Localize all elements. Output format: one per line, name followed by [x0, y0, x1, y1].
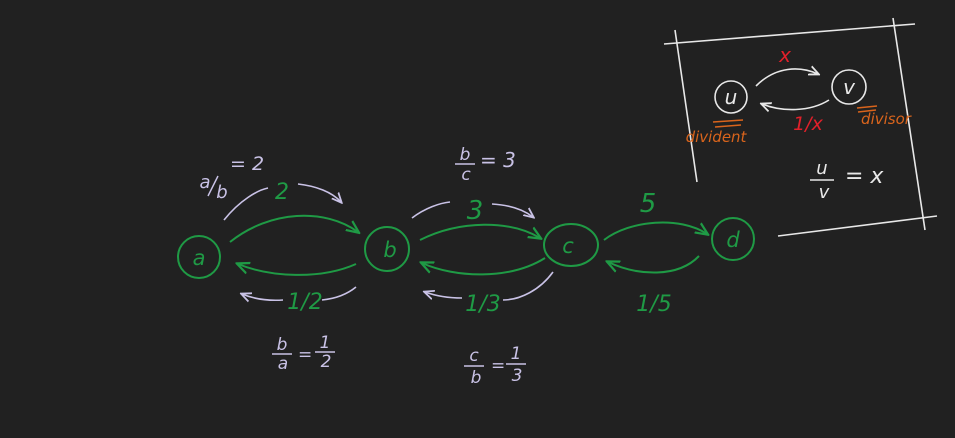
legend-node-u — [714, 80, 748, 114]
node-d-label: d — [726, 228, 740, 252]
legend-u-underline — [712, 119, 744, 128]
legend-node-u-label: u — [725, 85, 738, 109]
legend-forward-arrow — [755, 69, 818, 87]
node-c — [543, 223, 599, 267]
legend-formula-rhs: = x — [845, 164, 884, 189]
legend-backward-label: 1/x — [793, 113, 823, 135]
node-d — [711, 217, 755, 261]
note-arrow-bc-top-head — [491, 203, 533, 217]
note-ab-bottom-num: b — [277, 335, 288, 355]
edge-b-a-backward-label: 1/2 — [287, 290, 322, 315]
legend-box — [663, 17, 938, 237]
note-ab-top-den: b — [216, 182, 227, 203]
node-a-label: a — [193, 246, 206, 270]
note-ab-top: a b = 2 — [199, 153, 264, 203]
note-ab-top-rhs: = 2 — [230, 153, 264, 175]
note-bc-top-num: b — [460, 145, 471, 165]
edge-b-c-forward-label: 3 — [467, 196, 484, 226]
legend-backward-arrow — [762, 99, 830, 110]
node-b — [364, 226, 410, 272]
edge-b-a-backward — [238, 264, 357, 276]
note-ab-top-slash — [207, 175, 219, 197]
note-arrow-bc-top — [411, 201, 451, 219]
note-bc-bottom-num: c — [469, 346, 479, 366]
note-ab-top-num: a — [199, 172, 210, 193]
node-a — [177, 235, 221, 279]
note-bc-top: b c = 3 — [455, 145, 516, 185]
edge-a-b-forward — [229, 214, 358, 243]
note-bc-top-den: c — [461, 165, 471, 185]
note-ab-bottom-den: a — [278, 354, 288, 374]
legend-node-v-label: v — [843, 75, 856, 99]
note-arrow-ab-top — [223, 187, 269, 221]
legend-formula-num: u — [816, 158, 827, 179]
note-arrow-ab-bottom-head — [242, 294, 284, 300]
note-bc-top-rhs: = 3 — [480, 148, 516, 172]
note-bc-bottom-rhs-den: 3 — [512, 366, 523, 386]
note-ab-bottom: b a = 1 2 — [272, 333, 335, 374]
note-ab-bottom-rhs-den: 2 — [321, 352, 332, 372]
edge-c-b-backward-label: 1/3 — [465, 292, 500, 317]
legend-node-v — [831, 69, 867, 105]
note-bc-bottom-eq: = — [491, 356, 505, 376]
node-b-label: b — [383, 238, 396, 262]
edge-d-c-backward-label: 1/5 — [636, 292, 671, 317]
edge-a-b-forward-label: 2 — [275, 180, 289, 205]
edge-d-c-backward — [608, 255, 700, 274]
edge-c-b-backward — [422, 257, 546, 276]
note-ab-bottom-eq: = — [298, 345, 312, 365]
legend-formula-den: v — [819, 182, 830, 203]
note-bc-bottom-den: b — [471, 368, 482, 388]
note-bc-bottom: c b = 1 3 — [464, 344, 526, 388]
note-arrow-ab-bottom — [321, 286, 357, 301]
note-arrow-bc-bottom — [502, 271, 554, 301]
node-c-label: c — [562, 234, 574, 258]
legend-v-role: divisor — [861, 110, 912, 128]
legend-v-underline — [856, 105, 878, 113]
edge-b-c-forward — [419, 223, 540, 241]
edge-c-d-forward-label: 5 — [640, 189, 657, 219]
note-arrow-bc-bottom-head — [425, 292, 463, 298]
note-ab-bottom-rhs-num: 1 — [320, 333, 331, 353]
note-arrow-ab-top-head — [297, 183, 341, 202]
edge-c-d-forward — [603, 221, 707, 241]
legend-u-role: divident — [686, 128, 748, 146]
note-bc-bottom-rhs-num: 1 — [511, 344, 522, 364]
legend-forward-label: x — [778, 43, 791, 67]
